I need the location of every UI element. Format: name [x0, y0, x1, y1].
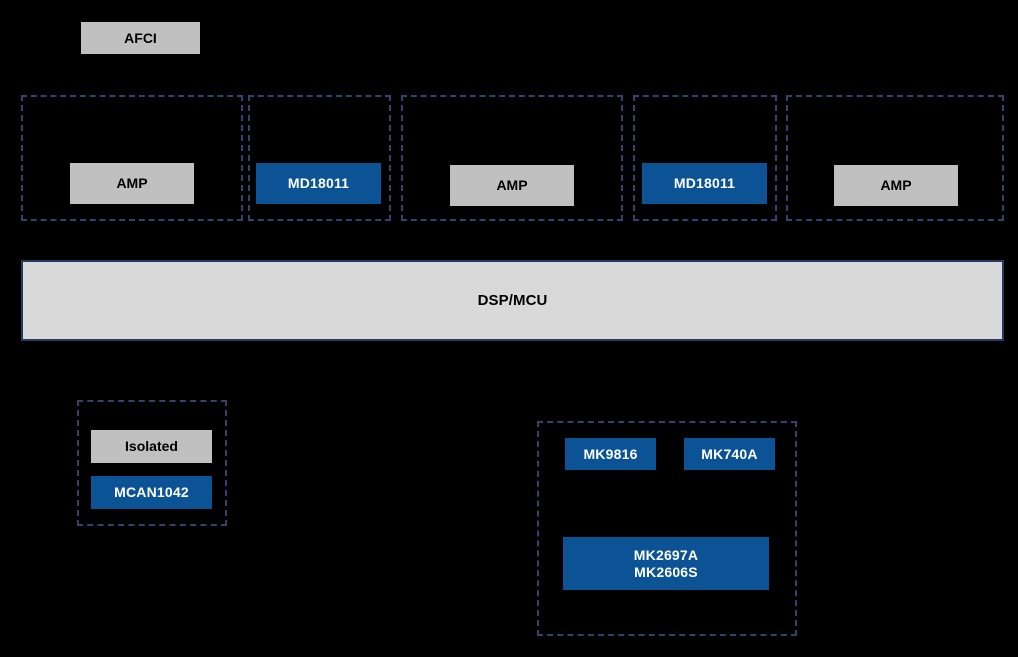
block-amp-2-label: AMP — [496, 177, 528, 194]
block-mk740a[interactable]: MK740A — [684, 438, 775, 470]
power-group[interactable] — [537, 421, 797, 636]
block-mk9816[interactable]: MK9816 — [565, 438, 656, 470]
block-isolated[interactable]: Isolated — [91, 430, 212, 463]
block-amp-1-label: AMP — [116, 175, 148, 192]
block-mcan1042[interactable]: MCAN1042 — [91, 476, 212, 509]
block-md18011-2[interactable]: MD18011 — [642, 163, 767, 204]
signal-panel-4[interactable] — [633, 95, 777, 221]
block-md18011-1-label: MD18011 — [287, 175, 350, 192]
block-afci-label: AFCI — [124, 29, 157, 46]
block-mcan1042-label: MCAN1042 — [114, 484, 189, 501]
signal-panel-3[interactable] — [401, 95, 623, 221]
block-amp-3-label: AMP — [880, 177, 912, 194]
can-group[interactable] — [77, 400, 227, 526]
signal-panel-5[interactable] — [786, 95, 1004, 221]
signal-panel-2[interactable] — [248, 95, 391, 221]
block-mk9816-label: MK9816 — [583, 445, 638, 462]
block-mk2697a-mk2606s[interactable]: MK2697A MK2606S — [563, 537, 769, 590]
block-amp-2[interactable]: AMP — [450, 165, 574, 206]
block-amp-1[interactable]: AMP — [70, 163, 194, 204]
block-dsp-mcu-label: DSP/MCU — [477, 292, 548, 309]
block-mk740a-label: MK740A — [701, 445, 758, 462]
block-isolated-label: Isolated — [125, 438, 178, 455]
block-md18011-1[interactable]: MD18011 — [256, 163, 381, 204]
block-md18011-2-label: MD18011 — [673, 175, 736, 192]
block-afci[interactable]: AFCI — [81, 22, 200, 54]
block-mk2697a-mk2606s-label: MK2697A MK2606S — [633, 546, 699, 580]
signal-panel-1[interactable] — [21, 95, 243, 221]
block-amp-3[interactable]: AMP — [834, 165, 958, 206]
block-dsp-mcu[interactable]: DSP/MCU — [21, 260, 1004, 341]
